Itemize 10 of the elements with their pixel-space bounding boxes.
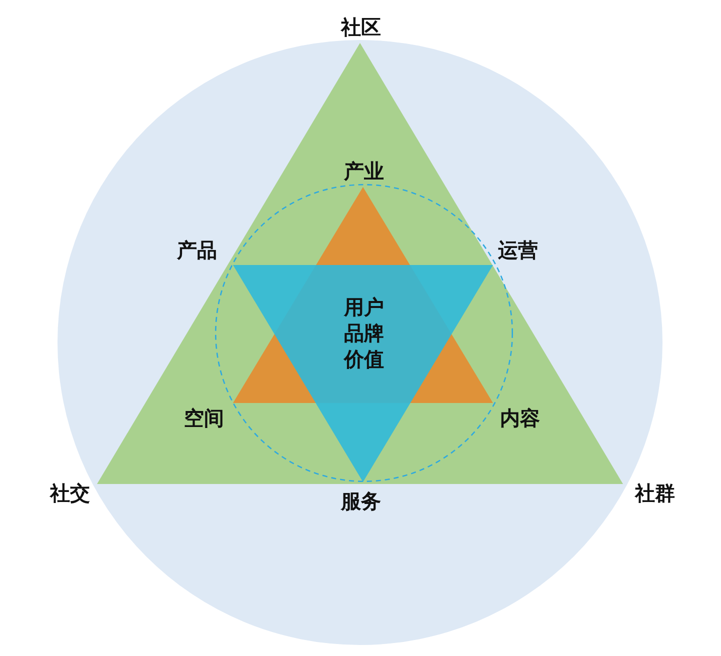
vertex-label: 内容 (500, 405, 540, 431)
vertex-label: 运营 (498, 237, 538, 263)
vertex-label: 产品 (177, 237, 217, 263)
vertex-label: 服务 (341, 488, 381, 514)
vertex-label: 社区 (341, 14, 381, 40)
vertex-label: 产业 (344, 158, 384, 184)
center-label: 用户品牌价值 (344, 294, 384, 372)
vertex-label: 社交 (50, 480, 90, 506)
vertex-label: 空间 (184, 405, 224, 431)
vertex-label: 社群 (635, 480, 675, 506)
